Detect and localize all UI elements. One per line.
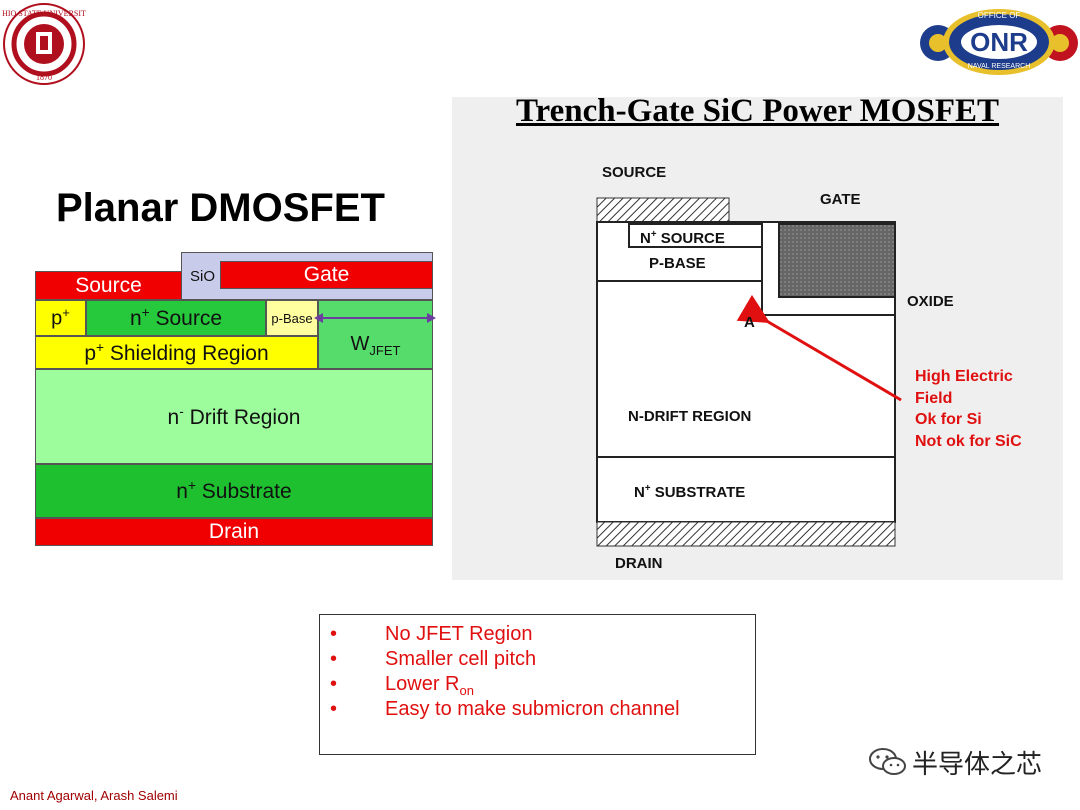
bullet-marker: • [330, 648, 338, 670]
bullet-marker: • [330, 698, 338, 720]
planar-shield-layer: p+ Shielding Region [35, 336, 318, 369]
trench-drain-label: DRAIN [615, 555, 663, 572]
onr-bottom-text: NAVAL RESEARCH [968, 63, 1031, 70]
planar-drift-label: n- Drift Region [167, 403, 301, 429]
trench-drift-label: N-DRIFT REGION [628, 408, 752, 425]
planar-drain-layer: Drain [35, 518, 433, 546]
author-credit: Anant Agarwal, Arash Salemi [10, 788, 178, 803]
planar-title: Planar DMOSFET [56, 186, 385, 230]
annotation-line: High Electric [915, 368, 1013, 385]
wjfet-arrow [314, 313, 436, 323]
bullet-text: Lower Ron [385, 673, 474, 698]
planar-gate-label: Gate [303, 263, 350, 286]
osu-seal-logo: OHIO STATE UNIVERSITY 1870 [2, 3, 86, 85]
planar-wjfet-region: WJFET [318, 300, 433, 369]
trench-gate [778, 223, 896, 298]
planar-pbase-label: p-Base [271, 310, 313, 326]
field-arrow [736, 294, 902, 402]
planar-pplus-label: p+ [51, 305, 70, 330]
planar-nsource-layer: n+ Source [86, 300, 266, 336]
trench-source-label: SOURCE [602, 164, 667, 181]
field-annotation: High Electric Field Ok for Si Not ok for… [915, 366, 1022, 452]
annotation-line: Ok for Si [915, 411, 982, 428]
planar-gate-layer: Gate [220, 261, 433, 289]
onr-logo: OFFICE OF ONR NAVAL RESEARCH [920, 9, 1078, 75]
planar-pbase-layer: p-Base [266, 300, 318, 336]
bullet-text: Smaller cell pitch [385, 648, 537, 670]
bullet-text: Easy to make submicron channel [385, 698, 680, 720]
onr-mark: ONR [970, 27, 1028, 57]
trench-substrate-label: N+ SUBSTRATE [634, 483, 746, 501]
bullet-marker: • [330, 673, 338, 695]
planar-sio2-label: SiO [190, 267, 216, 285]
trench-source-metal [596, 197, 730, 223]
osu-seal-year: 1870 [36, 73, 52, 82]
trench-title: Trench-Gate SiC Power MOSFET [515, 93, 1000, 129]
trench-gate-label: GATE [820, 191, 861, 208]
planar-substrate-layer: n+ Substrate [35, 464, 433, 518]
annotation-line: Field [915, 389, 953, 407]
osu-seal-text: OHIO STATE UNIVERSITY [2, 9, 86, 18]
trench-pbase-label: P-BASE [649, 255, 706, 272]
watermark-text: 半导体之芯 [912, 749, 1043, 779]
trench-diagram [596, 197, 902, 547]
trench-point-a-label: A [744, 314, 755, 331]
planar-source-label: Source [75, 273, 142, 297]
bullet-text: No JFET Region [385, 623, 533, 645]
trench-nsource-label: N+ SOURCE [640, 229, 725, 247]
advantages-box: • No JFET Region • Smaller cell pitch • … [319, 614, 756, 755]
trench-drain-metal [596, 521, 896, 547]
planar-drain-label: Drain [208, 520, 260, 543]
bullet-marker: • [330, 623, 338, 645]
onr-top-text: OFFICE OF [978, 11, 1021, 20]
planar-pplus-layer: p+ [35, 300, 86, 336]
planar-wjfet-label: WJFET [350, 333, 401, 358]
planar-shield-label: p+ Shielding Region [84, 339, 269, 365]
planar-drift-layer: n- Drift Region [35, 369, 433, 464]
planar-nsource-label: n+ Source [129, 305, 223, 330]
trench-oxide-label: OXIDE [907, 293, 954, 310]
annotation-line: Not ok for SiC [915, 432, 1022, 450]
planar-substrate-label: n+ Substrate [176, 478, 292, 503]
planar-source-layer: Source [35, 271, 182, 300]
wechat-icon [869, 748, 906, 775]
